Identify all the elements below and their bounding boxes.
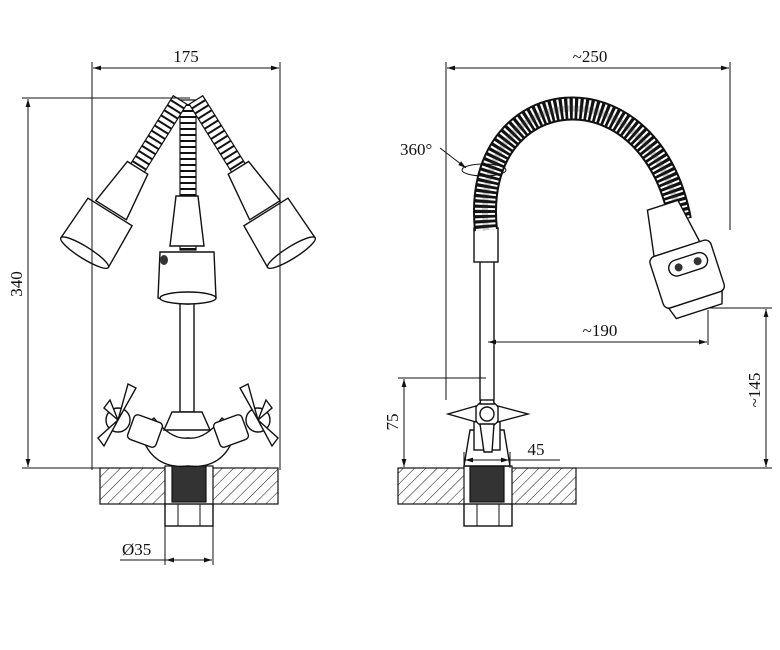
dim-label-45: 45 bbox=[528, 440, 545, 459]
side-threaded-shank bbox=[469, 465, 505, 503]
rotation-ellipse bbox=[461, 163, 507, 177]
front-spout-pillar bbox=[179, 299, 195, 413]
side-spray-head bbox=[646, 199, 726, 320]
front-valve-left bbox=[126, 414, 164, 448]
dim-label-250: ~250 bbox=[573, 47, 608, 66]
side-nut bbox=[463, 503, 513, 527]
front-nut bbox=[164, 503, 214, 527]
dim-label-diameter: Ø35 bbox=[122, 540, 151, 559]
front-handle-left bbox=[97, 382, 137, 448]
dim-label-190: ~190 bbox=[583, 321, 618, 340]
front-hose-left bbox=[59, 94, 188, 270]
rotation-label: 360° bbox=[400, 140, 432, 159]
side-spout-pillar bbox=[479, 259, 495, 401]
front-threaded-shank bbox=[171, 465, 207, 503]
dim-label-145: ~145 bbox=[745, 373, 764, 408]
front-handle-right bbox=[239, 382, 279, 448]
front-hose-collar bbox=[169, 195, 205, 247]
front-view: 175 340 Ø35 bbox=[7, 47, 317, 565]
dim-label-75: 75 bbox=[383, 414, 402, 431]
side-view: 360° ~250 ~190 ~145 75 45 bbox=[383, 47, 772, 527]
dim-label-340: 340 bbox=[7, 271, 26, 297]
dim-label-175: 175 bbox=[173, 47, 199, 66]
front-valve-right bbox=[212, 414, 250, 448]
